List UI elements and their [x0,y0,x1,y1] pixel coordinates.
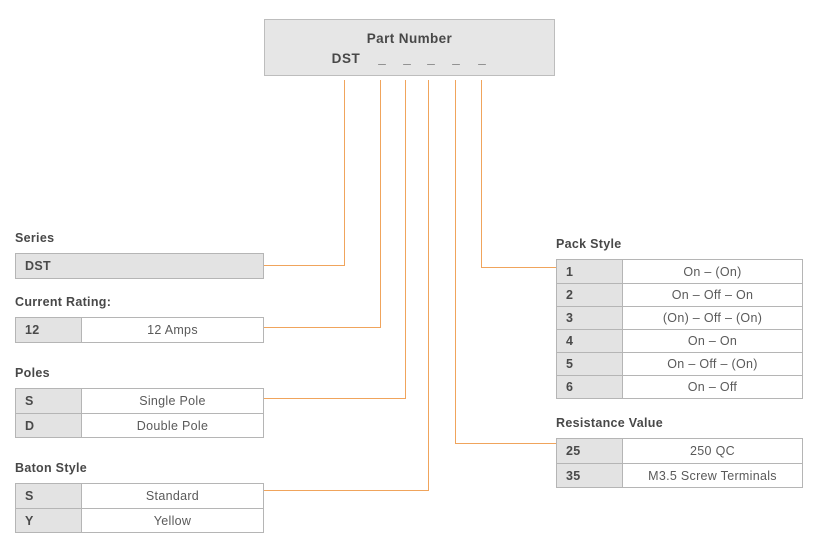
part-number-placeholder-2: _ [403,51,411,66]
table-row: Y Yellow [16,508,263,532]
pack-style-label: Pack Style [556,237,622,251]
table-row: 5 On – Off – (On) [557,352,802,375]
pack-style-table: 1 On – (On) 2 On – Off – On 3 (On) – Off… [556,259,803,399]
connector-current-rating-line [264,80,381,328]
baton-style-value-cell: Standard [82,484,263,508]
connector-pack-style-line [481,80,556,268]
table-row: 4 On – On [557,329,802,352]
pack-style-value-cell: On – Off – (On) [623,353,802,375]
resistance-value-value-cell: 250 QC [623,439,802,463]
table-row: S Single Pole [16,389,263,413]
section-series: Series DST [15,232,264,279]
pack-style-key-cell: 4 [557,330,623,352]
part-number-placeholder-4: _ [452,51,460,66]
resistance-value-label: Resistance Value [556,416,663,430]
section-poles: Poles S Single Pole D Double Pole [15,367,264,438]
poles-table: S Single Pole D Double Pole [15,388,264,438]
current-rating-key-cell: 12 [16,318,82,342]
pack-style-value-cell: On – Off – On [623,284,802,306]
current-rating-label: Current Rating: [15,295,112,309]
pack-style-key-cell: 3 [557,307,623,329]
poles-label: Poles [15,366,50,380]
baton-style-table: S Standard Y Yellow [15,483,264,533]
part-number-title: Part Number [366,31,453,46]
connector-resistance-value-line [455,80,556,444]
resistance-value-value-cell: M3.5 Screw Terminals [623,464,802,487]
section-current-rating: Current Rating: 12 12 Amps [15,296,264,343]
part-number-placeholder-3: _ [427,51,435,66]
baton-style-key-cell: Y [16,509,82,532]
series-label: Series [15,231,55,245]
connector-baton-style-line [264,80,429,491]
table-row: 2 On – Off – On [557,283,802,306]
series-key-cell: DST [16,254,263,278]
connector-poles-line [264,80,406,399]
part-number-placeholder-5: _ [478,51,486,66]
poles-key-cell: D [16,414,82,437]
part-number-prefix: DST [331,51,361,66]
resistance-value-key-cell: 35 [557,464,623,487]
poles-key-cell: S [16,389,82,413]
table-row: 1 On – (On) [557,260,802,283]
baton-style-label: Baton Style [15,461,88,475]
pack-style-value-cell: On – On [623,330,802,352]
table-row: 35 M3.5 Screw Terminals [557,463,802,487]
table-row: DST [16,254,263,278]
section-pack-style: Pack Style 1 On – (On) 2 On – Off – On 3… [556,238,803,399]
resistance-value-key-cell: 25 [557,439,623,463]
pack-style-value-cell: On – (On) [623,260,802,283]
table-row: 12 12 Amps [16,318,263,342]
section-baton-style: Baton Style S Standard Y Yellow [15,462,264,533]
pack-style-value-cell: On – Off [623,376,802,398]
table-row: 3 (On) – Off – (On) [557,306,802,329]
part-number-box: Part Number DST _ _ _ _ _ [264,19,555,76]
connector-series-line [264,80,345,266]
baton-style-key-cell: S [16,484,82,508]
poles-value-cell: Double Pole [82,414,263,437]
part-number-code: DST _ _ _ _ _ [265,51,554,69]
table-row: 6 On – Off [557,375,802,398]
table-row: D Double Pole [16,413,263,437]
part-number-placeholder-1: _ [378,51,386,66]
resistance-value-table: 25 250 QC 35 M3.5 Screw Terminals [556,438,803,488]
poles-value-cell: Single Pole [82,389,263,413]
table-row: 25 250 QC [557,439,802,463]
pack-style-key-cell: 6 [557,376,623,398]
pack-style-value-cell: (On) – Off – (On) [623,307,802,329]
baton-style-value-cell: Yellow [82,509,263,532]
pack-style-key-cell: 1 [557,260,623,283]
pack-style-key-cell: 5 [557,353,623,375]
current-rating-value-cell: 12 Amps [82,318,263,342]
pack-style-key-cell: 2 [557,284,623,306]
section-resistance-value: Resistance Value 25 250 QC 35 M3.5 Screw… [556,417,803,488]
table-row: S Standard [16,484,263,508]
current-rating-table: 12 12 Amps [15,317,264,343]
series-table: DST [15,253,264,279]
